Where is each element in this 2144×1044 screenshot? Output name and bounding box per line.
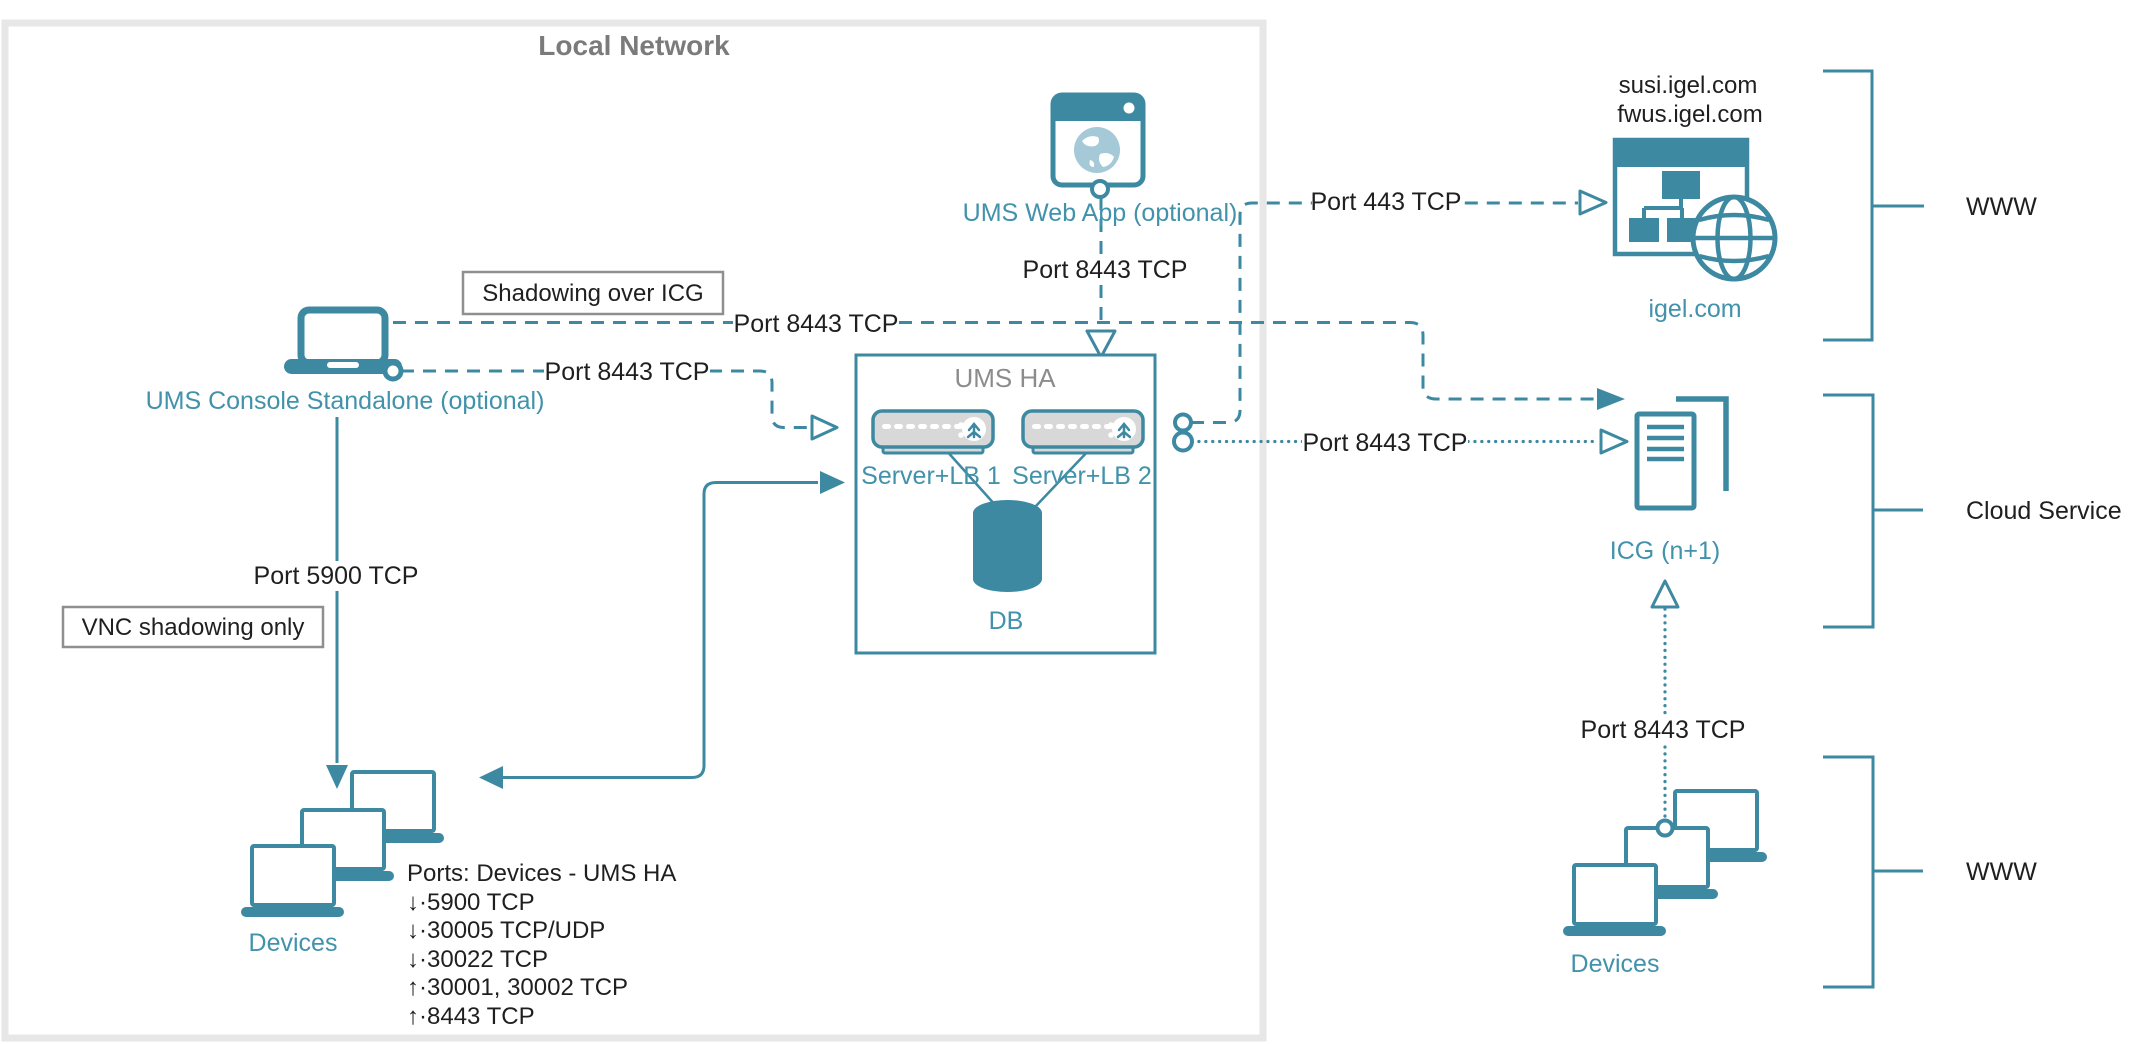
server-lb2-icon	[1021, 409, 1145, 455]
icg-server-lines	[1647, 424, 1684, 462]
igel-com-label: igel.com	[1648, 295, 1741, 323]
laptop-notch	[327, 362, 359, 368]
ports-list: Ports: Devices - UMS HA ↓·5900 TCP ↓·300…	[407, 860, 676, 1030]
igel-domain-1: susi.igel.com	[1619, 72, 1758, 99]
arrow-up-open-icon	[1650, 579, 1680, 609]
ums-webapp-group: UMS Web App (optional)	[963, 92, 1238, 227]
line-console-to-umsha	[401, 369, 810, 429]
ums-ha-group: UMS HA Server+LB 1 Server+LB 2 DB	[854, 353, 1194, 655]
arrow-down-open-icon	[1085, 329, 1117, 359]
arrow-right-filled-icon	[1597, 388, 1625, 410]
callout-shadowing: Shadowing over ICG	[461, 270, 725, 316]
port-8443-webapp-label: Port 8443 TCP	[1023, 256, 1188, 284]
connector-circle	[1173, 412, 1193, 433]
ums-console-group: UMS Console Standalone (optional)	[146, 306, 545, 415]
group-www-top-label: WWW	[1966, 193, 2037, 221]
callout-shadowing-text: Shadowing over ICG	[482, 280, 703, 307]
connector-circle	[1655, 818, 1675, 838]
port-8443-icg-label: Port 8443 TCP	[1303, 429, 1468, 457]
group-www-bottom-label: WWW	[1966, 858, 2037, 886]
local-network-title: Local Network	[538, 30, 730, 61]
connector-circle	[1090, 179, 1110, 199]
browser-dot	[1123, 102, 1135, 114]
devices-left-label: Devices	[249, 929, 338, 957]
igel-domain-2: fwus.igel.com	[1617, 101, 1762, 128]
laptop-icon	[239, 844, 346, 919]
arrow-right-open-icon	[1578, 189, 1608, 216]
igel-com-group: susi.igel.com fwus.igel.com igel.com	[1612, 72, 1778, 323]
ports-list-item: ↑·8443 TCP	[407, 1003, 535, 1030]
port-8443-devices-label: Port 8443 TCP	[1581, 716, 1746, 744]
browser-titlebar	[1615, 140, 1747, 167]
ports-list-item: ↓·30005 TCP/UDP	[407, 917, 605, 944]
local-network-box	[1, 19, 1267, 1042]
globe-icon	[1074, 127, 1120, 173]
devices-right-label: Devices	[1571, 950, 1660, 978]
ports-list-header: Ports: Devices - UMS HA	[407, 860, 676, 887]
server-lb1-label: Server+LB 1	[861, 462, 1001, 490]
port-5900-label: Port 5900 TCP	[254, 562, 419, 590]
browser-titlebar	[1053, 95, 1143, 121]
server-lb2-label: Server+LB 2	[1012, 462, 1152, 490]
ports-list-item: ↓·5900 TCP	[407, 889, 535, 916]
icg-group: ICG (n+1)	[1610, 396, 1729, 565]
port-8443-console-label: Port 8443 TCP	[545, 358, 710, 386]
icg-label: ICG (n+1)	[1610, 537, 1720, 565]
arrow-left-icon	[479, 766, 503, 789]
port-443-label: Port 443 TCP	[1310, 188, 1461, 216]
sitemap-icon	[1629, 171, 1700, 242]
arrow-right-icon	[820, 471, 845, 494]
bracket-www-top	[1823, 69, 1924, 342]
ums-ha-title: UMS HA	[954, 363, 1056, 393]
ports-list-item: ↑·30001, 30002 TCP	[407, 974, 628, 1001]
arrow-right-open-icon	[1599, 428, 1629, 455]
ums-webapp-label: UMS Web App (optional)	[963, 199, 1238, 227]
callout-vnc-text: VNC shadowing only	[82, 614, 305, 641]
bracket-cloud-service	[1823, 393, 1923, 629]
ports-list-item: ↓·30022 TCP	[407, 946, 548, 973]
server-lb1-icon	[871, 409, 995, 455]
database-icon	[973, 500, 1042, 592]
port-8443-shadowing-label: Port 8443 TCP	[734, 310, 899, 338]
devices-right-group: Devices	[1561, 789, 1769, 978]
devices-left-group: Devices	[239, 770, 446, 957]
group-brackets	[1823, 69, 1924, 989]
line-umsha-to-igel	[1191, 201, 1578, 424]
group-cloud-service-label: Cloud Service	[1966, 497, 2122, 525]
ums-console-label: UMS Console Standalone (optional)	[146, 387, 545, 415]
connector-circle	[382, 360, 404, 382]
arrow-down-icon	[326, 765, 348, 789]
icg-back-sheet	[1676, 396, 1729, 491]
globe-wire-icon	[1690, 194, 1778, 282]
port-labels: Port 5900 TCP Port 8443 TCP Port 8443 TC…	[253, 187, 1746, 745]
laptop-icon	[297, 306, 389, 367]
line-devices-to-umsha	[500, 481, 818, 779]
db-label: DB	[989, 607, 1024, 635]
line-shadowing-to-icg	[393, 321, 1596, 401]
bracket-www-bottom	[1823, 755, 1923, 989]
callout-vnc: VNC shadowing only	[61, 605, 325, 649]
arrow-right-open-icon	[810, 414, 839, 441]
server-db-links	[944, 448, 1091, 508]
laptop-icon	[1561, 863, 1668, 938]
connector-circle	[1172, 430, 1194, 453]
